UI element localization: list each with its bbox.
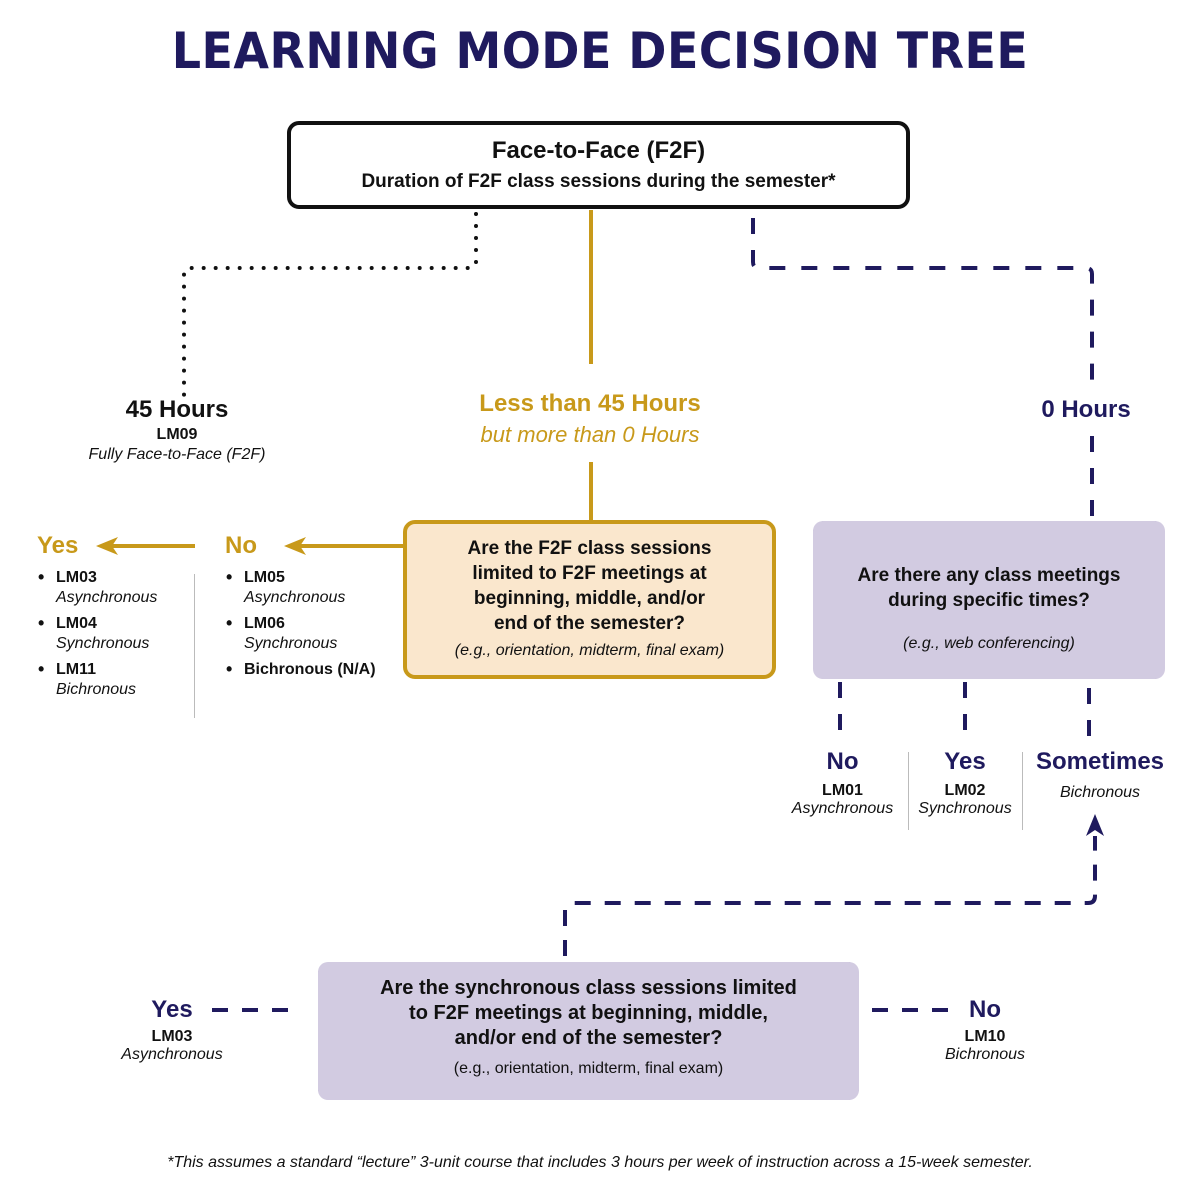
outcome-yes: Yes LM02 Synchronous <box>918 748 1012 817</box>
root-title: Face-to-Face (F2F) <box>491 137 706 164</box>
f2f-question-example: (e.g., orientation, midterm, final exam) <box>454 642 725 659</box>
sync-question-example: (e.g., orientation, midterm, final exam) <box>453 1060 724 1077</box>
connector-0-hours <box>751 218 1094 392</box>
divider <box>908 752 909 830</box>
online-question-node: Are there any class meetings during spec… <box>813 521 1165 679</box>
arrow-no-icon <box>284 537 306 555</box>
branch-less-sublabel: but more than 0 Hours <box>480 422 700 447</box>
outcome-no: No LM01 Asynchronous <box>791 748 894 817</box>
sync-question-line: and/or end of the semester? <box>454 1027 723 1049</box>
branch-45-code: LM09 <box>156 426 198 443</box>
divider <box>194 574 195 718</box>
footnote: *This assumes a standard “lecture” 3-uni… <box>167 1154 1033 1171</box>
online-question-line: during specific times? <box>888 590 1090 611</box>
f2f-question-line: limited to F2F meetings at <box>472 563 707 584</box>
arrow-yes-icon <box>96 537 118 555</box>
root-node: Face-to-Face (F2F) Duration of F2F class… <box>287 121 910 209</box>
connector-45-hours <box>182 212 478 398</box>
branch-45-hours: 45 Hours LM09 Fully Face-to-Face (F2F) <box>77 396 277 464</box>
f2f-yes-label: Yes <box>37 532 79 559</box>
f2f-question-node: Are the F2F class sessions limited to F2… <box>403 520 776 679</box>
mode-item: Bichronous (N/A) <box>226 659 396 680</box>
page-title: LEARNING MODE DECISION TREE <box>171 22 1029 80</box>
sync-question-node: Are the synchronous class sessions limit… <box>318 962 859 1100</box>
divider <box>1022 752 1023 830</box>
sync-question-line: Are the synchronous class sessions limit… <box>380 977 797 999</box>
f2f-no-label: No <box>225 532 257 559</box>
f2f-question-line: beginning, middle, and/or <box>473 588 706 609</box>
branch-less-than-45: Less than 45 Hours but more than 0 Hours <box>430 390 750 448</box>
sync-outcome-no: No LM10 Bichronous <box>944 996 1026 1063</box>
online-question-example: (e.g., web conferencing) <box>903 635 1075 652</box>
f2f-question-line: Are the F2F class sessions <box>467 538 712 559</box>
branch-less-label: Less than 45 Hours <box>479 390 701 417</box>
branch-0-hours-label: 0 Hours <box>1000 396 1172 424</box>
branch-45-mode: Fully Face-to-Face (F2F) <box>88 446 266 463</box>
online-question-line: Are there any class meetings <box>857 565 1121 586</box>
connector-sync-to-sometimes <box>563 836 1097 956</box>
sync-question-line: to F2F meetings at beginning, middle, <box>409 1002 768 1024</box>
sync-outcome-yes: Yes LM03 Asynchronous <box>121 996 223 1063</box>
branch-45-label: 45 Hours <box>125 396 229 423</box>
outcome-sometimes: Sometimes Bichronous <box>1035 748 1165 801</box>
arrow-up-icon <box>1086 814 1104 836</box>
root-subtitle: Duration of F2F class sessions during th… <box>361 171 836 192</box>
f2f-question-line: end of the semester? <box>493 613 686 634</box>
